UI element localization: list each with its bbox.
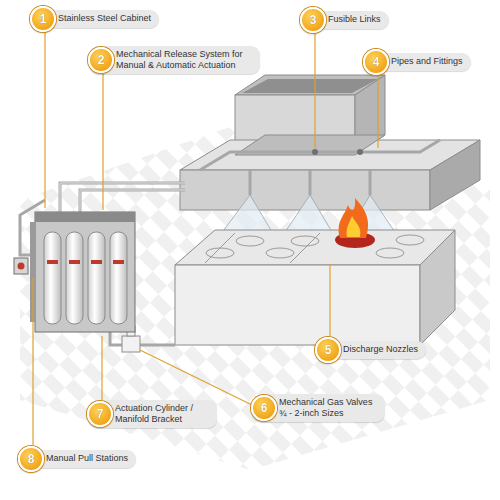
exhaust-duct xyxy=(235,75,385,155)
floor-tiles xyxy=(20,120,490,470)
callout-number-text: 2 xyxy=(98,54,105,66)
callout-number: 2 xyxy=(88,47,114,73)
callout-label: Mechanical Release System for Manual & A… xyxy=(90,46,260,74)
callout-number: 6 xyxy=(251,395,277,421)
kitchen-hood xyxy=(180,135,480,210)
callout-number-text: 8 xyxy=(28,453,35,465)
callout-label-text: Discharge Nozzles xyxy=(343,344,418,355)
piping xyxy=(20,140,440,345)
callout-label: Actuation Cylinder / Manifold Bracket 7 xyxy=(89,400,217,428)
callout-number-text: 1 xyxy=(40,13,47,25)
callout-label: Manual Pull Stations 8 xyxy=(20,450,136,468)
pipe-highlights xyxy=(60,183,185,215)
callout-number: 5 xyxy=(315,337,341,363)
callout-label: Discharge Nozzles 5 xyxy=(317,341,426,359)
callout-number: 3 xyxy=(300,7,326,33)
callout-label-text: Fusible Links xyxy=(328,14,381,25)
fusible-link xyxy=(357,149,363,155)
leader-lines xyxy=(33,32,378,445)
callout-number-text: 7 xyxy=(97,408,104,420)
callout-label-text: Mechanical Gas Valves ¾ - 2-inch Sizes xyxy=(279,397,377,419)
manual-pull-station xyxy=(14,258,28,274)
callout-label-text: Mechanical Release System for Manual & A… xyxy=(116,49,252,71)
callout-number-text: 5 xyxy=(325,344,332,356)
callout-number: 8 xyxy=(18,446,44,472)
fire xyxy=(335,198,375,248)
callout-number-text: 3 xyxy=(310,14,317,26)
callout-label: Mechanical Gas Valves ¾ - 2-inch Sizes 6 xyxy=(253,394,385,422)
callout-label: Fusible Links 3 xyxy=(302,11,389,29)
callout-number: 1 xyxy=(30,6,56,32)
callout-label: Pipes and Fittings 4 xyxy=(365,53,471,71)
callout-number-text: 4 xyxy=(373,56,380,68)
stainless-steel-cabinet xyxy=(30,212,135,332)
callout-label-text: Pipes and Fittings xyxy=(391,56,463,67)
callout-number-text: 6 xyxy=(261,402,268,414)
fusible-link xyxy=(312,149,318,155)
callout-label-text: Actuation Cylinder / Manifold Bracket xyxy=(115,403,209,425)
callout-label-text: Manual Pull Stations xyxy=(46,453,128,464)
callout-number: 7 xyxy=(87,401,113,427)
cooking-appliances xyxy=(175,230,455,345)
callout-label: Stainless Steel Cabinet 1 xyxy=(32,10,159,28)
callout-label-text: Stainless Steel Cabinet xyxy=(58,13,151,24)
callout-number: 4 xyxy=(363,49,389,75)
